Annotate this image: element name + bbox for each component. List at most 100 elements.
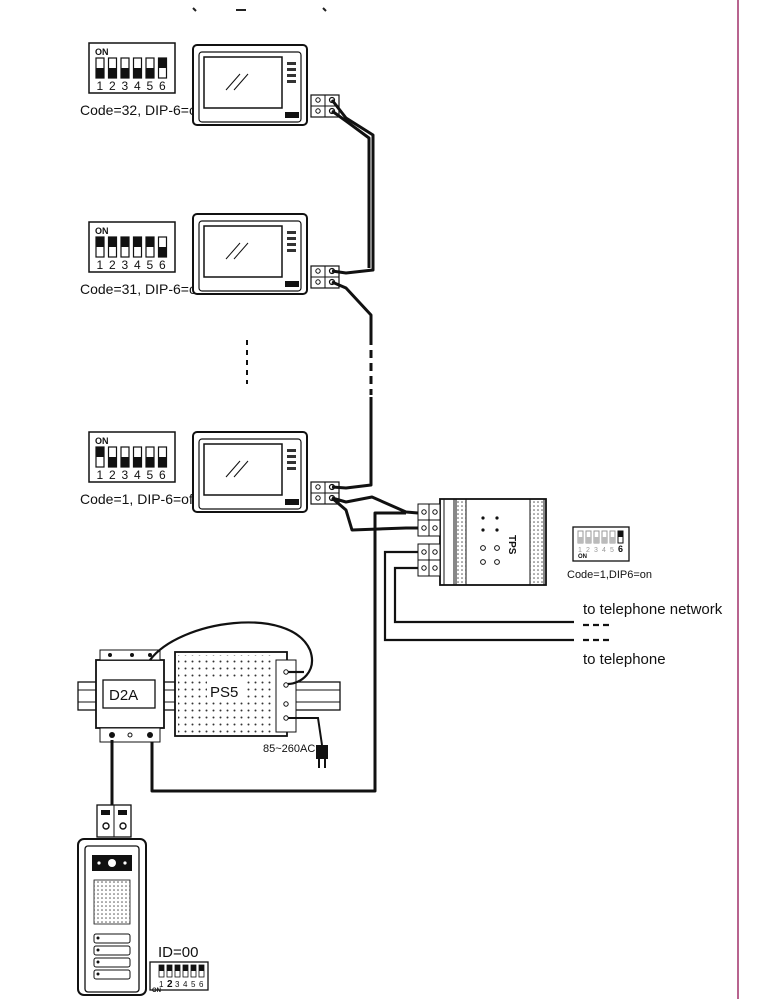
dip-switch-number: 2	[586, 547, 590, 554]
tps-label: TPS	[506, 535, 517, 555]
dip-switch-number: 2	[109, 468, 116, 482]
dip-switch-number: 2	[109, 79, 116, 93]
dip-switch-knob	[586, 537, 591, 543]
dip-switch-knob	[159, 965, 164, 971]
monitor-device	[192, 44, 308, 126]
dip-switch-knob	[108, 68, 117, 78]
dip-switch-knob	[167, 965, 172, 971]
dip-switch-number: 3	[122, 468, 129, 482]
dip-switch-number: 1	[159, 980, 164, 989]
dip-switch-number: 5	[610, 547, 614, 554]
dip-switch-knob	[618, 531, 623, 537]
dip-switch-number: 2	[109, 258, 116, 272]
dip-switch-knob	[121, 457, 129, 467]
dip-switch-number: 1	[97, 258, 104, 272]
trunk-cable	[150, 511, 406, 793]
dip-switch-knob	[96, 237, 104, 247]
dip-switch-number: 5	[147, 79, 154, 93]
dip-switch-knob	[121, 237, 129, 247]
telephone-lines	[383, 550, 574, 642]
dip-switch-number: 4	[183, 980, 188, 989]
power-link-cable	[149, 621, 313, 686]
dip-switch-number: 1	[97, 468, 104, 482]
door-station	[77, 838, 147, 996]
dip-switch-knob	[578, 537, 583, 543]
tps-code-label: Code=1,DIP6=on	[567, 569, 652, 581]
d2a-module: D2A	[95, 649, 165, 743]
dip-on-label: ON	[95, 47, 109, 57]
tps-terminal-block	[417, 503, 441, 577]
dip-switch-number: 6	[618, 544, 623, 554]
dip-on-label: ON	[578, 554, 587, 560]
dip-switch-number: 3	[175, 980, 180, 989]
dip-switch-number: 6	[159, 258, 166, 272]
dip-switch-knob	[133, 237, 142, 247]
dip-switch-knob	[183, 965, 188, 971]
doorstation-id-label: ID=00	[158, 944, 198, 961]
dip-switch-number: 5	[147, 468, 154, 482]
dip-switch-knob	[602, 537, 607, 543]
monitor-code-label: Code=1, DIP-6=off	[80, 491, 197, 507]
dip-on-label: ON	[95, 226, 109, 236]
dip-switch-number: 1	[97, 79, 104, 93]
dip-switch-knob	[146, 237, 154, 247]
mains-plug	[288, 717, 328, 768]
d2a-label: D2A	[109, 687, 138, 704]
dip-switch-knob	[158, 58, 167, 68]
bus-cable	[330, 99, 419, 532]
dip-switch-number: 6	[159, 468, 166, 482]
dip-switch-number: 2	[167, 979, 173, 990]
dip-on-label: ON	[152, 988, 161, 994]
dip-switch-number: 3	[594, 547, 598, 554]
doorstation-terminal-block	[96, 804, 132, 838]
top-scan-marks	[192, 7, 327, 12]
dip-switch-number: 6	[199, 980, 204, 989]
dip-switch-number: 4	[134, 79, 141, 93]
telephone-network-label: to telephone network	[583, 601, 723, 618]
monitor-code-label: Code=31, DIP-6=off	[80, 281, 204, 297]
dip-switch-knob	[146, 68, 154, 78]
dip-switch-number: 4	[134, 258, 141, 272]
dip-switch-number: 6	[159, 79, 166, 93]
dip-switch-knob	[158, 457, 167, 467]
dip-switch-knob	[96, 447, 104, 457]
dip-switch-knob	[175, 965, 180, 971]
monitor-code-label: Code=32, DIP-6=on	[80, 102, 205, 118]
dip-switch-number: 1	[578, 547, 582, 554]
dip-switch-knob	[199, 965, 204, 971]
dip-switch-number: 3	[122, 79, 129, 93]
dip-switch-number: 4	[134, 468, 141, 482]
dip-switch-number: 4	[602, 547, 606, 554]
dip-switch-knob	[610, 537, 615, 543]
dip-switch-knob	[96, 68, 104, 78]
dip-switch-knob	[108, 457, 117, 467]
dip-switch-knob	[133, 457, 142, 467]
ps5-module: PS5 85~260AC	[174, 651, 315, 755]
dip-switch-number: 3	[122, 258, 129, 272]
dip-switch-knob	[133, 68, 142, 78]
dip-switch-knob	[594, 537, 599, 543]
dip-switch-number: 5	[191, 980, 196, 989]
dip-switch-knob	[146, 457, 154, 467]
dip-switch-number: 5	[147, 258, 154, 272]
ps5-label: PS5	[210, 684, 238, 701]
dip-switch-knob	[191, 965, 196, 971]
dip-switch-knob	[158, 247, 167, 257]
dip-on-label: ON	[95, 436, 109, 446]
ps5-voltage-label: 85~260AC	[263, 743, 315, 755]
tps-unit: TPS	[417, 498, 547, 586]
monitor-device	[192, 213, 308, 295]
dip-switch-knob	[121, 68, 129, 78]
telephone-label: to telephone	[583, 651, 666, 668]
monitor-device	[192, 431, 308, 513]
dip-switch-knob	[108, 237, 117, 247]
